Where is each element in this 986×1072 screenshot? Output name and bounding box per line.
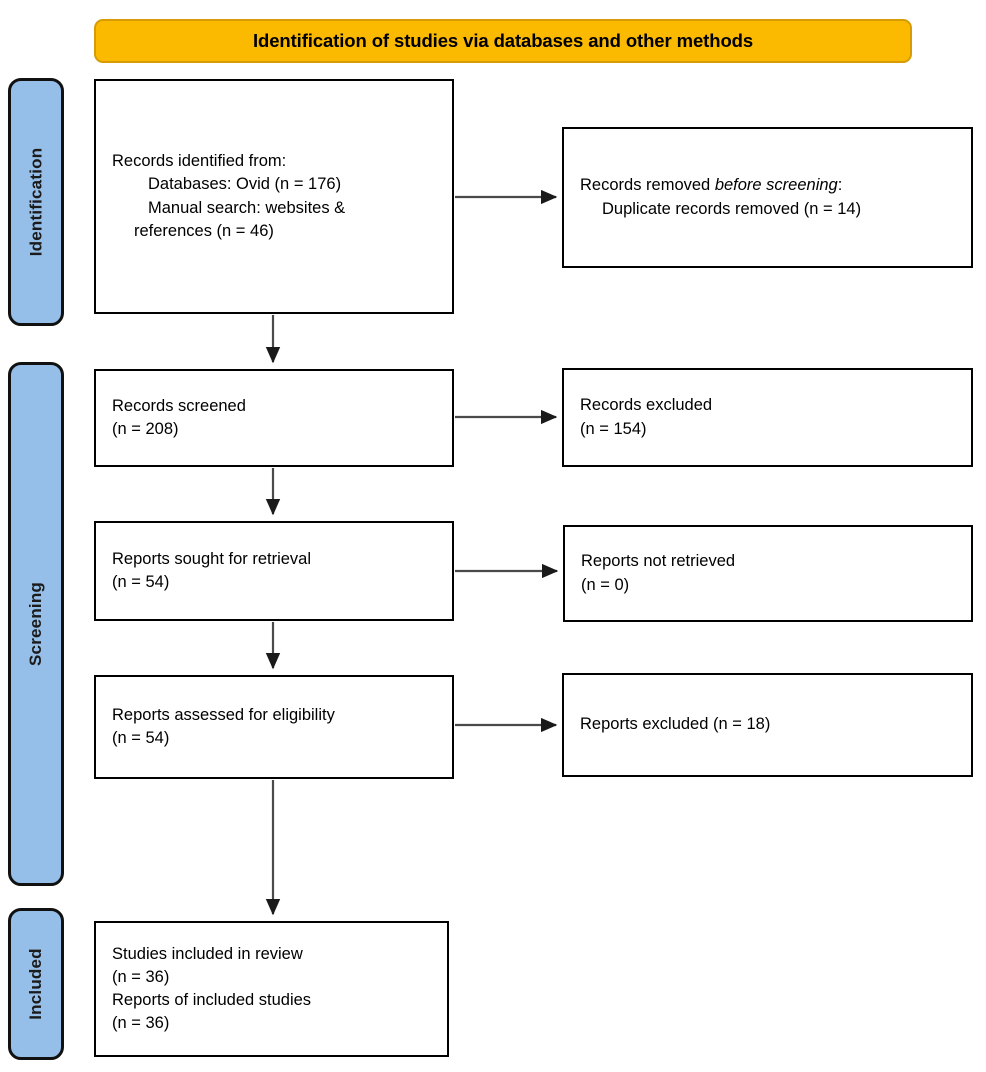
studies-included-line1: Studies included in review: [112, 944, 303, 963]
stage-bar-identification: Identification: [8, 78, 64, 326]
phase-banner: Identification of studies via databases …: [94, 19, 912, 63]
records-screened-line1: Records screened: [112, 396, 246, 415]
box-records-screened-text: Records screened (n = 208): [96, 395, 246, 441]
reports-sought-line2: (n = 54): [112, 573, 170, 591]
box-reports-excluded: Reports excluded (n = 18): [562, 673, 973, 777]
box-reports-not-retrieved-text: Reports not retrieved (n = 0): [565, 550, 735, 596]
stage-bar-screening: Screening: [8, 362, 64, 886]
box-reports-not-retrieved: Reports not retrieved (n = 0): [563, 525, 973, 622]
records-excluded-line1: Records excluded: [580, 396, 713, 415]
records-removed-line1-italic: before screening: [714, 176, 838, 195]
box-reports-sought-text: Reports sought for retrieval (n = 54): [96, 548, 311, 594]
reports-not-retrieved-line2: (n = 0): [581, 575, 630, 594]
studies-included-line2: (n = 36): [112, 967, 170, 986]
box-records-removed-text: Records removed before screening: Duplica…: [564, 174, 861, 220]
reports-sought-line1: Reports sought for retrieval: [112, 549, 312, 568]
records-excluded-line2: (n = 154): [580, 419, 647, 438]
box-records-removed: Records removed before screening: Duplica…: [562, 127, 973, 268]
reports-assessed-line1: Reports assessed for eligibility: [112, 705, 335, 724]
records-removed-line1-prefix: Records removed: [580, 176, 715, 195]
reports-assessed-line2: (n = 54): [112, 729, 170, 747]
box-records-screened: Records screened (n = 208): [94, 369, 454, 467]
phase-banner-label: Identification of studies via databases …: [252, 29, 754, 51]
box-reports-sought: Reports sought for retrieval (n = 54): [94, 521, 454, 621]
reports-excluded-line1: Reports excluded (n = 18): [580, 715, 771, 734]
records-identified-line4: references (n = 46): [134, 221, 274, 240]
box-reports-assessed: Reports assessed for eligibility (n = 54): [94, 675, 454, 779]
records-identified-line3: Manual search: websites &: [148, 198, 346, 217]
studies-included-line3: Reports of included studies: [112, 991, 312, 1009]
box-records-excluded-text: Records excluded (n = 154): [564, 394, 712, 440]
box-reports-excluded-text: Reports excluded (n = 18): [564, 713, 770, 736]
box-studies-included: Studies included in review (n = 36) Report…: [94, 921, 449, 1057]
studies-included-line4: (n = 36): [112, 1014, 170, 1033]
box-reports-assessed-text: Reports assessed for eligibility (n = 54): [96, 704, 335, 750]
box-records-excluded: Records excluded (n = 154): [562, 368, 973, 467]
records-removed-line2: Duplicate records removed (n = 14): [602, 199, 862, 218]
records-screened-line2: (n = 208): [112, 420, 179, 438]
records-removed-line1-suffix: :: [837, 176, 843, 195]
stage-bar-included: Included: [8, 908, 64, 1060]
records-identified-line2: Databases: Ovid (n = 176): [148, 175, 342, 194]
box-records-identified-text: Records identified from: Databases: Ovid …: [96, 150, 345, 242]
reports-not-retrieved-line1: Reports not retrieved: [581, 552, 736, 571]
box-records-identified: Records identified from: Databases: Ovid …: [94, 79, 454, 314]
box-studies-included-text: Studies included in review (n = 36) Report…: [96, 943, 311, 1035]
records-identified-line1: Records identified from:: [112, 152, 287, 171]
